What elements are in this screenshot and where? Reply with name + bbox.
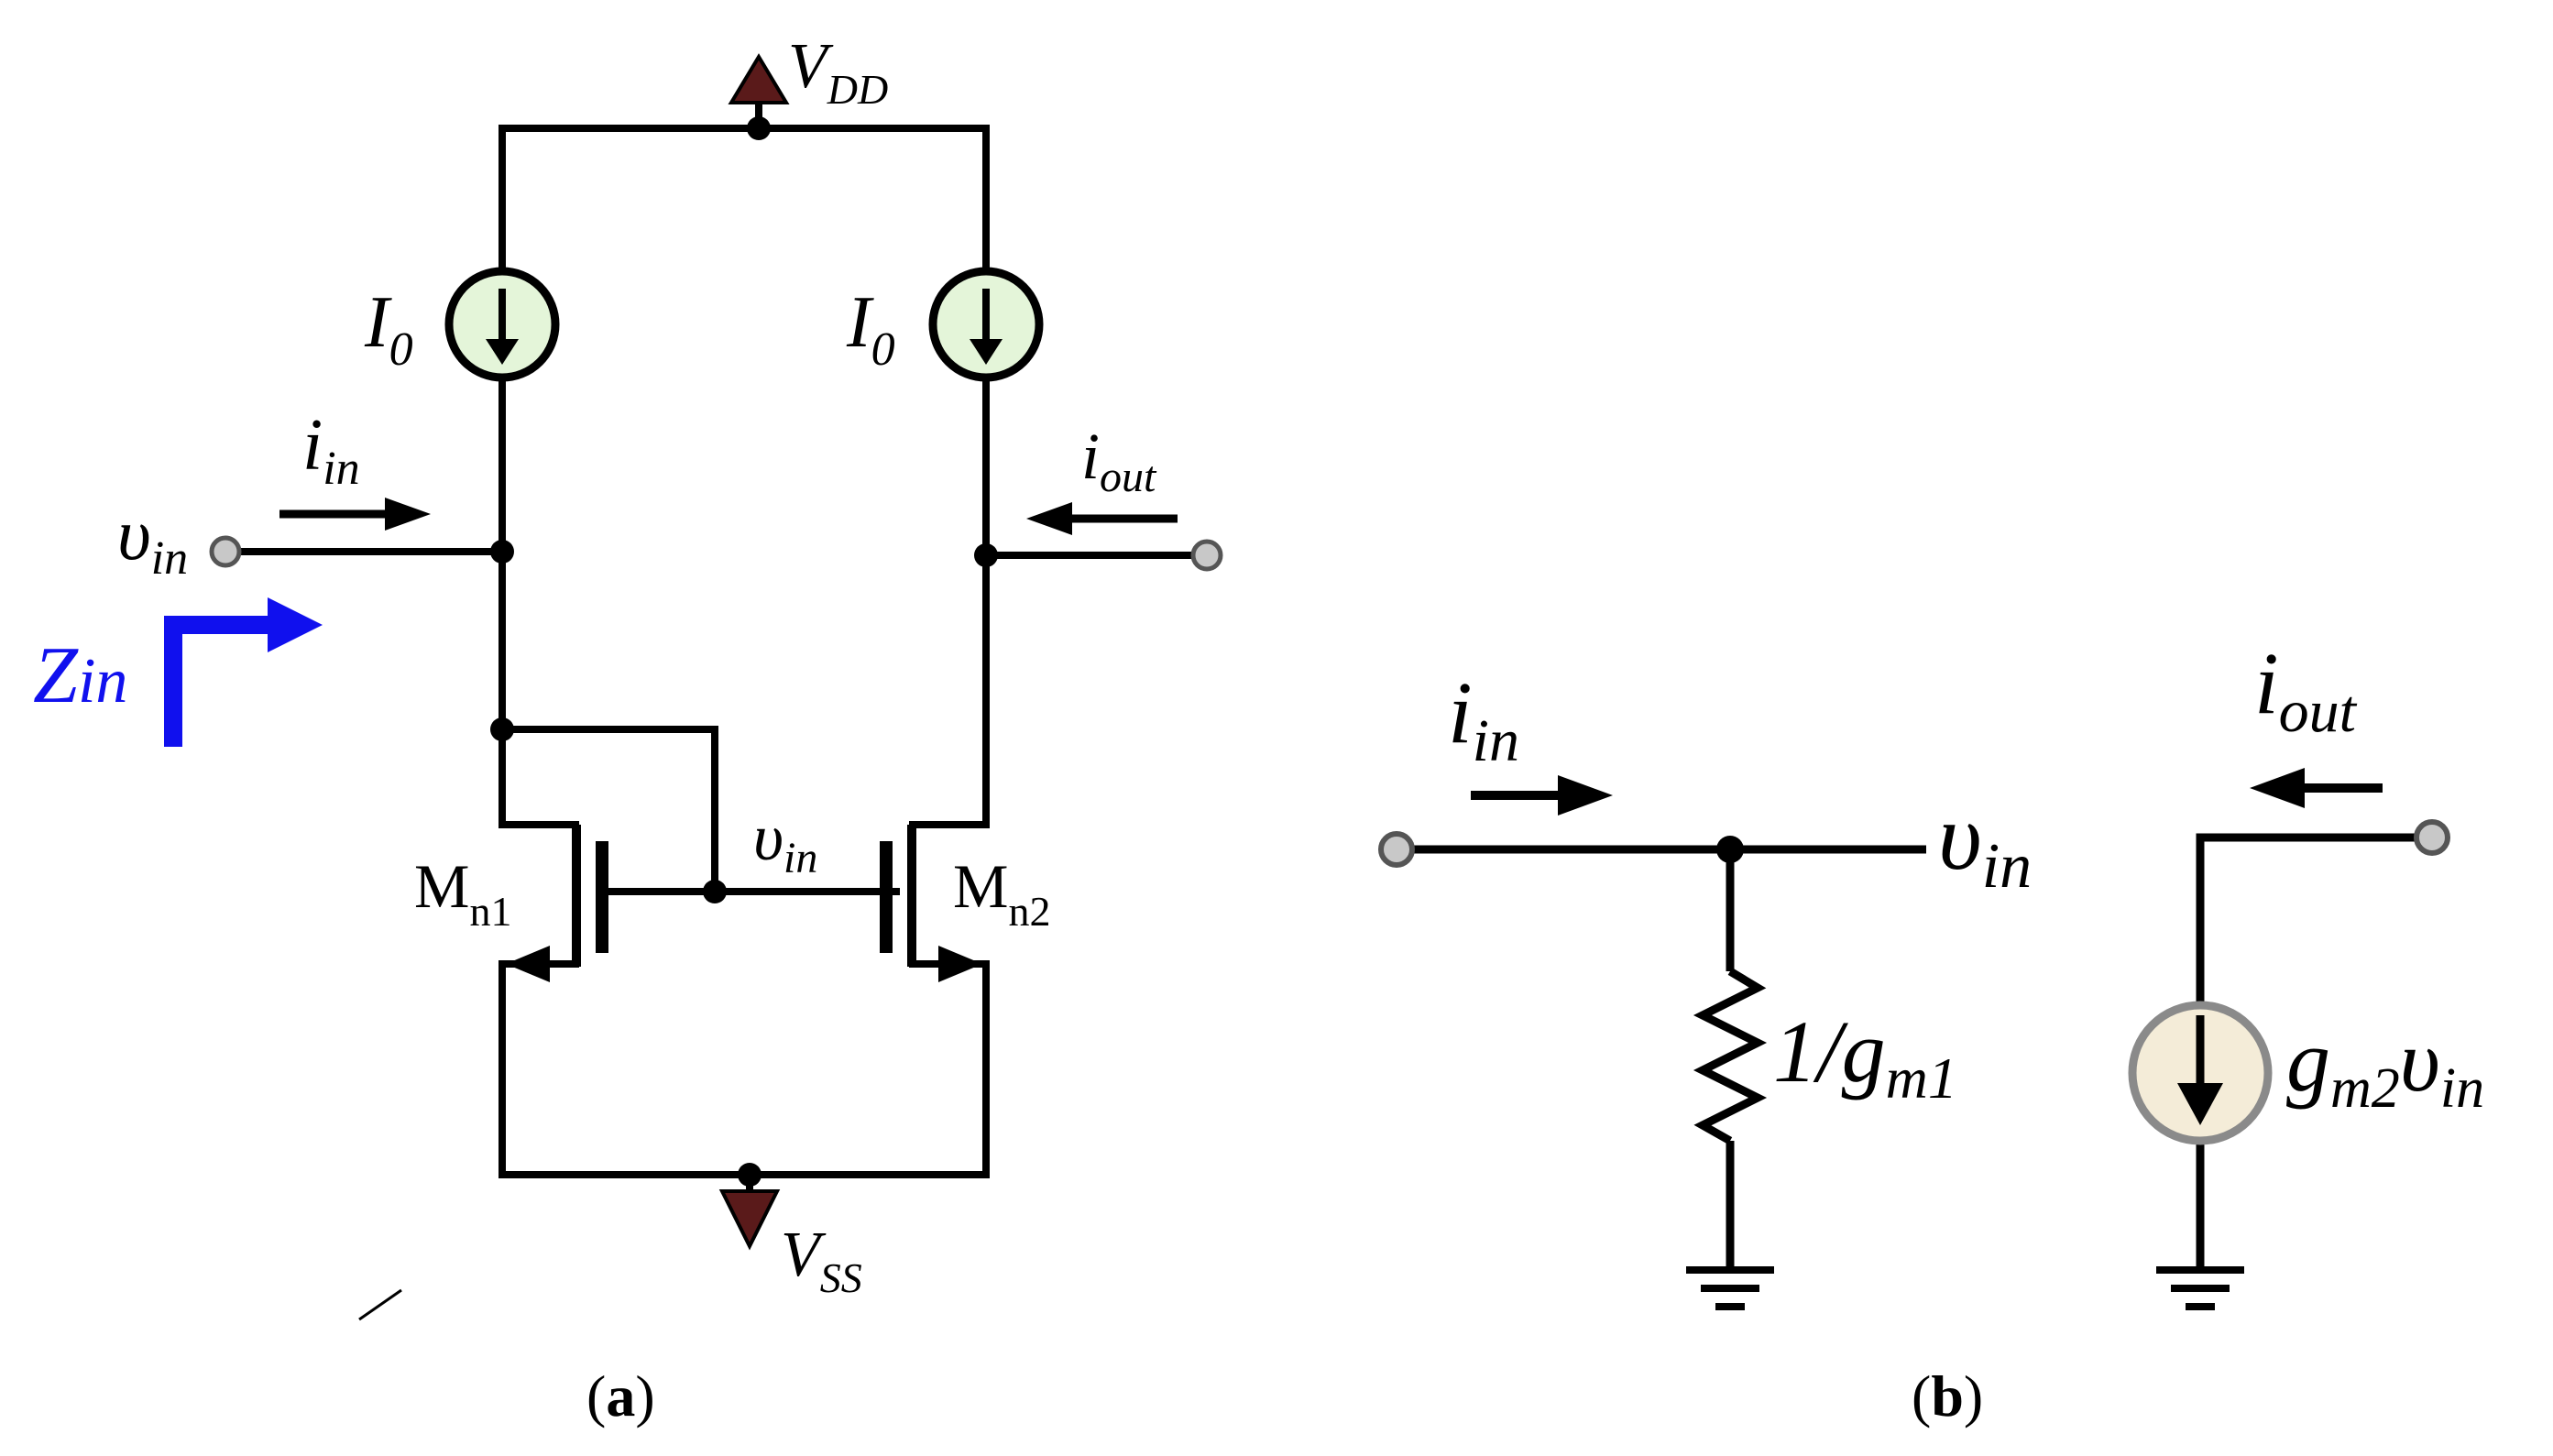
ground-vccs	[2156, 1266, 2244, 1310]
mn2-label: Mn2	[953, 851, 1050, 935]
output-terminal-a	[1190, 539, 1223, 572]
zin-arrow	[164, 597, 323, 747]
input-terminal-b	[1378, 831, 1415, 868]
mn2-transistor	[880, 825, 916, 967]
i-in-arrow-a	[279, 498, 431, 531]
resistor-label: 1/gm1	[1773, 1002, 1957, 1111]
vdd-rail	[499, 125, 990, 272]
input-terminal-a	[209, 535, 242, 568]
mn2-source-arrow	[938, 946, 982, 982]
nodes-a	[490, 116, 998, 1187]
panel-a	[233, 104, 1200, 1199]
vccs-gm2-vin	[2128, 1001, 2273, 1145]
i-in-label-a: iin	[302, 405, 360, 495]
i-out-label-b: iout	[2254, 634, 2358, 745]
vss-arrow	[718, 1189, 781, 1251]
mn1-source-arrow	[506, 946, 550, 982]
caption-a: (a)	[586, 1363, 655, 1429]
diode-connection	[499, 726, 718, 892]
zin-label: Zin	[33, 631, 127, 720]
mn1-label: Mn1	[414, 851, 511, 935]
i-out-arrow-b	[2250, 768, 2383, 808]
vdd-label: VDD	[788, 31, 888, 113]
vss-label: VSS	[781, 1220, 862, 1301]
stray-mark	[358, 1288, 402, 1321]
resistor-1-gm1	[1693, 968, 1768, 1144]
vccs-label: gm2υin	[2286, 1012, 2484, 1120]
node-b	[1716, 836, 1744, 863]
source-left-label: I0	[364, 282, 413, 376]
v-in-gate-label: υin	[753, 801, 817, 882]
i-out-arrow-a	[1026, 502, 1178, 535]
output-terminal-b	[2414, 819, 2450, 856]
vdd-arrow	[728, 53, 790, 104]
i-out-label-a: iout	[1081, 420, 1157, 501]
current-source-left	[444, 267, 560, 382]
current-source-right	[928, 267, 1044, 382]
caption-b: (b)	[1912, 1363, 1983, 1429]
v-in-label-b: υin	[1938, 784, 2032, 902]
mn1-transistor	[572, 825, 608, 967]
i-in-arrow-b	[1471, 775, 1613, 816]
source-right-label: I0	[846, 282, 895, 376]
v-in-terminal-label: υin	[117, 495, 188, 585]
panel-b	[1409, 833, 2417, 1268]
ground-resistor	[1686, 1266, 1774, 1310]
i-in-label-b: iin	[1448, 663, 1519, 774]
output-wire-b	[2196, 833, 2417, 1004]
